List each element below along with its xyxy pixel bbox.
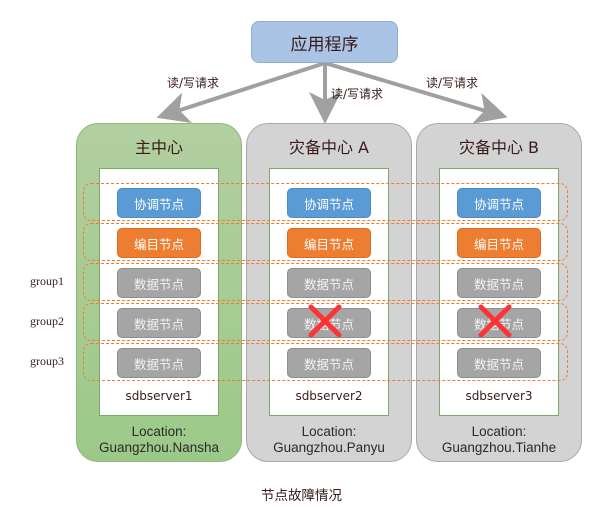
center-title: 主中心: [134, 138, 183, 157]
server-name: sdbserver3: [465, 389, 533, 403]
server-box: 协调节点 编目节点 数据节点 数据节点 数据节点 sdbserver3: [439, 168, 559, 416]
data-node-group3[interactable]: 数据节点: [287, 348, 371, 378]
center-title: 灾备中心 B: [458, 138, 540, 157]
node-label: 数据节点: [133, 316, 184, 332]
location-text: Location: Guangzhou.Tianhe: [417, 424, 581, 456]
location-value: Guangzhou.Tianhe: [441, 440, 557, 455]
application-box: 应用程序: [251, 21, 398, 63]
location-label: Location:: [131, 424, 187, 439]
node-label: 数据节点: [473, 276, 524, 292]
application-label: 应用程序: [290, 34, 359, 55]
node-label: 数据节点: [473, 356, 524, 372]
backup-center-a: 灾备中心 A 协调节点 编目节点 数据节点 数据节点 数据节点 sdbserve…: [246, 123, 412, 462]
group2-label: group2: [30, 314, 64, 328]
coordinator-node[interactable]: 协调节点: [117, 188, 201, 218]
main-center: 主中心 协调节点 编目节点 数据节点 数据节点 数据节点 sdbserver1 …: [76, 123, 242, 462]
server-name: sdbserver1: [125, 389, 193, 403]
request-label-backup-b: 读/写请求: [426, 76, 479, 90]
node-label: 数据节点: [303, 356, 354, 372]
data-node-group2[interactable]: 数据节点: [287, 308, 371, 338]
request-label-main: 读/写请求: [167, 76, 220, 90]
arrow-to-backup-center-b: [324, 61, 508, 124]
node-label: 数据节点: [303, 276, 354, 292]
node-label: 数据节点: [473, 316, 524, 332]
node-label: 编目节点: [133, 236, 184, 252]
data-node-group2[interactable]: 数据节点: [117, 308, 201, 338]
location-label: Location:: [471, 424, 527, 439]
node-label: 数据节点: [133, 276, 184, 292]
group1-label: group1: [30, 274, 64, 288]
request-label-backup-a: 读/写请求: [331, 87, 384, 101]
location-text: Location: Guangzhou.Nansha: [77, 424, 241, 456]
server-box: 协调节点 编目节点 数据节点 数据节点 数据节点 sdbserver1: [99, 168, 219, 416]
data-node-group1[interactable]: 数据节点: [287, 268, 371, 298]
node-label: 编目节点: [303, 236, 354, 252]
center-title: 灾备中心 A: [288, 138, 370, 157]
location-value: Guangzhou.Panyu: [273, 440, 385, 455]
data-node-group1[interactable]: 数据节点: [457, 268, 541, 298]
data-node-group3[interactable]: 数据节点: [117, 348, 201, 378]
backup-center-b: 灾备中心 B 协调节点 编目节点 数据节点 数据节点 数据节点 sdbserve…: [416, 123, 582, 462]
data-node-group2[interactable]: 数据节点: [457, 308, 541, 338]
group3-label: group3: [30, 354, 64, 368]
node-label: 协调节点: [473, 196, 524, 212]
catalog-node[interactable]: 编目节点: [287, 228, 371, 258]
server-name: sdbserver2: [295, 389, 363, 403]
node-label: 协调节点: [133, 196, 184, 212]
arrow-to-main-center: [156, 61, 326, 124]
catalog-node[interactable]: 编目节点: [117, 228, 201, 258]
location-text: Location: Guangzhou.Panyu: [247, 424, 411, 456]
data-node-group3[interactable]: 数据节点: [457, 348, 541, 378]
data-node-group1[interactable]: 数据节点: [117, 268, 201, 298]
server-box: 协调节点 编目节点 数据节点 数据节点 数据节点 sdbserver2: [269, 168, 389, 416]
node-label: 数据节点: [133, 356, 184, 372]
coordinator-node[interactable]: 协调节点: [457, 188, 541, 218]
catalog-node[interactable]: 编目节点: [457, 228, 541, 258]
coordinator-node[interactable]: 协调节点: [287, 188, 371, 218]
location-value: Guangzhou.Nansha: [98, 440, 220, 455]
node-label: 编目节点: [473, 236, 524, 252]
node-label: 协调节点: [303, 196, 354, 212]
node-label: 数据节点: [303, 316, 354, 332]
diagram-caption: 节点故障情况: [261, 488, 342, 504]
location-label: Location:: [301, 424, 357, 439]
